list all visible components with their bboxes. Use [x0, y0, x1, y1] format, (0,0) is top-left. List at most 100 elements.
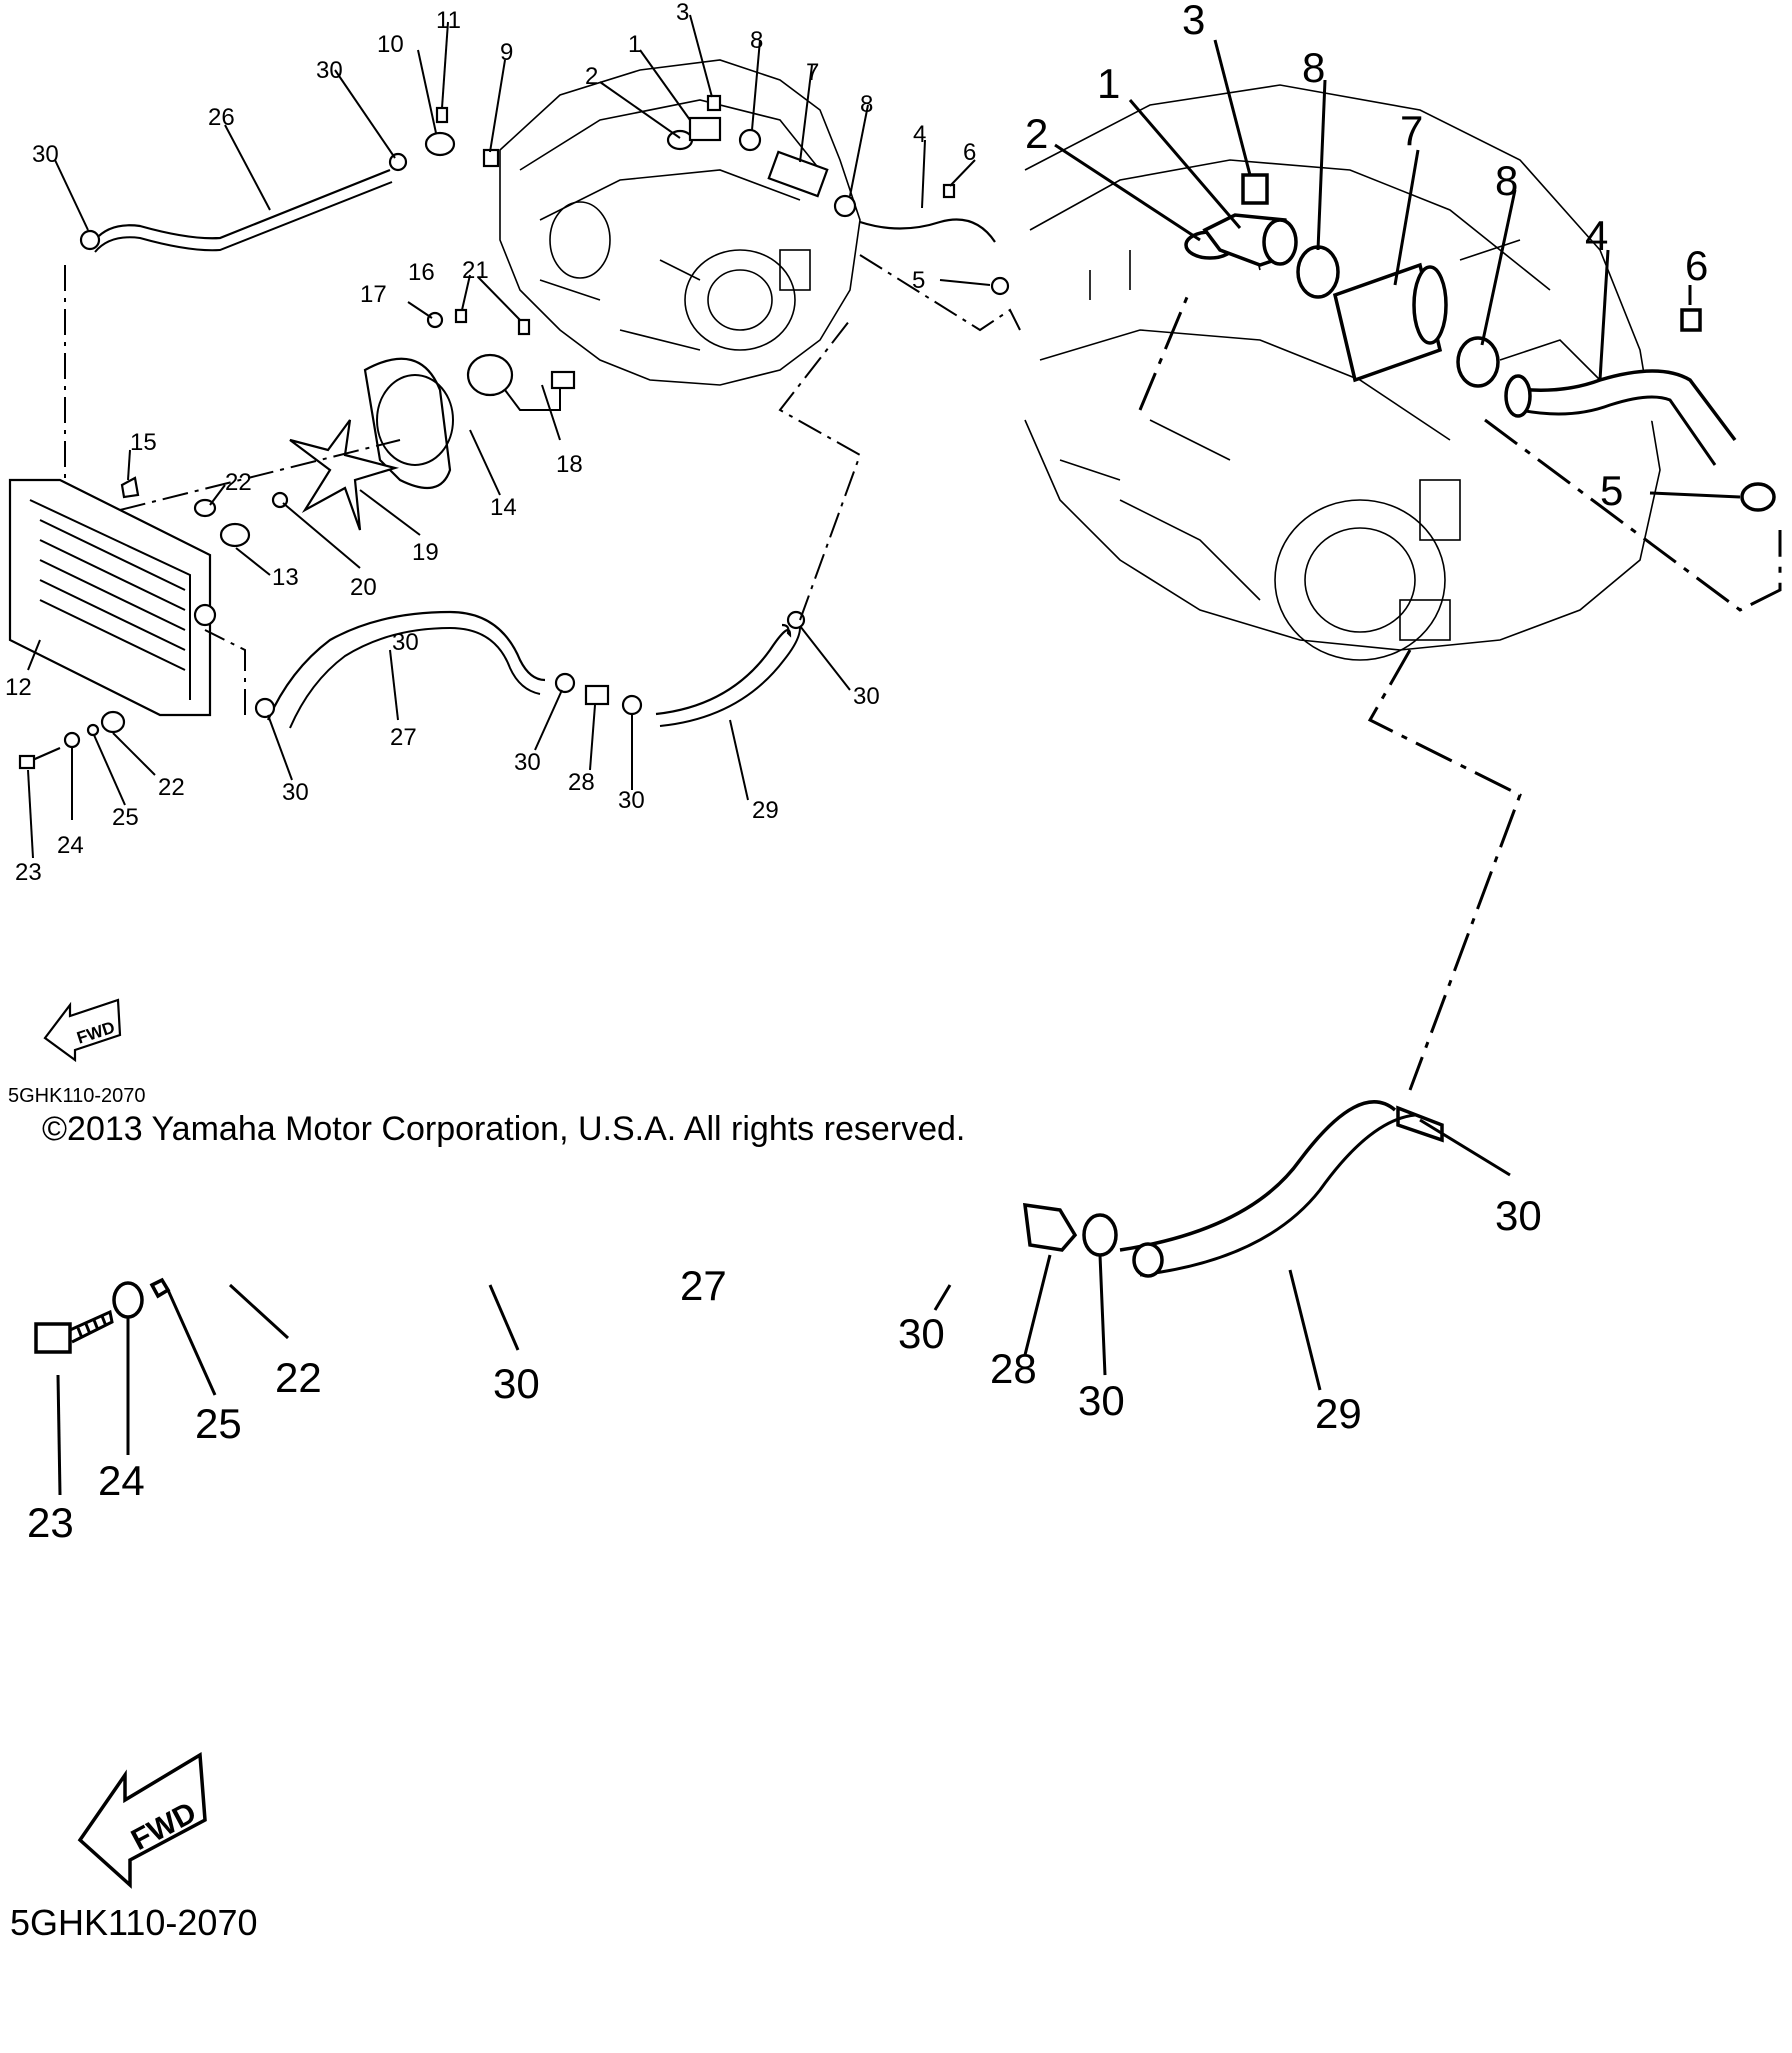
bolt-6 [1680, 308, 1702, 332]
callout: 30 [32, 141, 59, 168]
bolt-6 [942, 183, 956, 199]
callout: 8 [1302, 44, 1325, 91]
callout: 17 [360, 281, 387, 308]
detail-callouts-left: 22 23 24 25 27 30 30 [27, 1262, 945, 1546]
callout: 1 [628, 31, 641, 58]
callout: 22 [158, 774, 185, 801]
connector-18 [550, 370, 576, 390]
callout: 4 [1585, 212, 1608, 259]
clamp-30-f [786, 610, 806, 630]
overview-callouts: 1 2 3 4 5 6 7 8 8 9 10 11 12 13 14 15 16… [5, 0, 976, 886]
callout: 4 [913, 121, 926, 148]
radiator-12 [8, 478, 217, 717]
callout: 30 [316, 57, 343, 84]
detail-drawing: 1 2 3 4 5 6 7 8 8 28 29 30 30 22 23 24 2… [27, 0, 1782, 1889]
gasket-2 [666, 129, 694, 151]
callout: 6 [963, 139, 976, 166]
callout: 30 [618, 787, 645, 814]
callout: 3 [676, 0, 689, 26]
clamp-30-e [621, 694, 643, 716]
joint-28 [584, 684, 610, 706]
clamp-30-h [1082, 1213, 1118, 1257]
overview-drawing: 1 2 3 4 5 6 7 8 8 9 10 11 12 13 14 15 16… [5, 0, 1021, 1063]
clamp-30-g [1396, 1105, 1444, 1143]
bolt-3 [706, 94, 722, 112]
callout: 24 [98, 1457, 145, 1504]
callout: 30 [282, 779, 309, 806]
grommet-22-bottom [100, 710, 126, 734]
engine-detail [1024, 84, 1661, 661]
hose-clamp-8a [1296, 245, 1340, 299]
callout: 22 [225, 469, 252, 496]
clamp-30-c [254, 697, 276, 719]
callout: 14 [490, 494, 517, 521]
collar-25 [149, 1277, 171, 1299]
callout: 16 [408, 259, 435, 286]
detail-leader-lines [56, 39, 1741, 1496]
collar-25 [86, 723, 100, 737]
radiator-cap-13 [219, 522, 251, 548]
bolt-16 [454, 308, 468, 324]
leader-lines [27, 14, 991, 859]
fan-motor-14 [466, 353, 514, 397]
callout: 22 [275, 1354, 322, 1401]
callout: 30 [1078, 1377, 1125, 1424]
diagram-code-large: 5GHK110-2070 [10, 1902, 258, 1943]
callout: 25 [112, 804, 139, 831]
callout: 5 [912, 267, 925, 294]
radiator-cap-13-port [193, 603, 217, 627]
callout: 29 [752, 797, 779, 824]
callout: 30 [493, 1360, 540, 1407]
thermostat-cover-1 [688, 116, 722, 142]
callout: 11 [436, 7, 461, 34]
clamp-30-d [554, 672, 576, 694]
wire-18 [504, 385, 561, 411]
hose-clamp-8a [738, 128, 762, 152]
joint-28 [1022, 1202, 1078, 1252]
pipe-4 [1509, 369, 1737, 442]
copyright-notice: ©2013 Yamaha Motor Corporation, U.S.A. A… [42, 1110, 966, 1148]
callout: 27 [680, 1262, 727, 1309]
callout: 30 [1495, 1192, 1542, 1239]
hose-clamp-8b [1456, 336, 1500, 388]
fwd-arrow-small: FWD [43, 998, 122, 1063]
o-ring-5 [1740, 482, 1776, 512]
callout: 26 [208, 104, 235, 131]
callout: 7 [1400, 107, 1423, 154]
callout: 8 [1495, 157, 1518, 204]
clamp-30-b [388, 152, 408, 172]
callout: 8 [750, 27, 763, 54]
hose-29 [1119, 1100, 1397, 1252]
fitting-9 [482, 148, 500, 168]
clamp-30-a [79, 229, 101, 251]
bolt-21 [517, 318, 531, 336]
callout: 23 [15, 859, 42, 886]
bolt-3 [1241, 173, 1269, 205]
washer-24 [63, 731, 81, 749]
callout: 2 [585, 63, 598, 90]
callout: 30 [514, 749, 541, 776]
callout: 12 [5, 674, 32, 701]
o-ring-5 [990, 276, 1010, 296]
callout: 19 [412, 539, 439, 566]
callout: 25 [195, 1400, 242, 1447]
callout: 6 [1685, 242, 1708, 289]
callout: 23 [27, 1499, 74, 1546]
fan-19 [289, 419, 400, 531]
hose-27 [266, 610, 546, 721]
callout: 20 [350, 574, 377, 601]
callout: 28 [568, 769, 595, 796]
callout: 21 [462, 257, 489, 284]
callout: 1 [1097, 60, 1120, 107]
callout: 3 [1182, 0, 1205, 43]
callout: 10 [377, 31, 404, 58]
callout: 29 [1315, 1390, 1362, 1437]
callout: 2 [1025, 110, 1048, 157]
callout: 30 [392, 629, 419, 656]
callout: 28 [990, 1345, 1037, 1392]
callout: 7 [806, 59, 819, 86]
hose-26 [94, 168, 391, 241]
washer-17 [426, 311, 444, 329]
